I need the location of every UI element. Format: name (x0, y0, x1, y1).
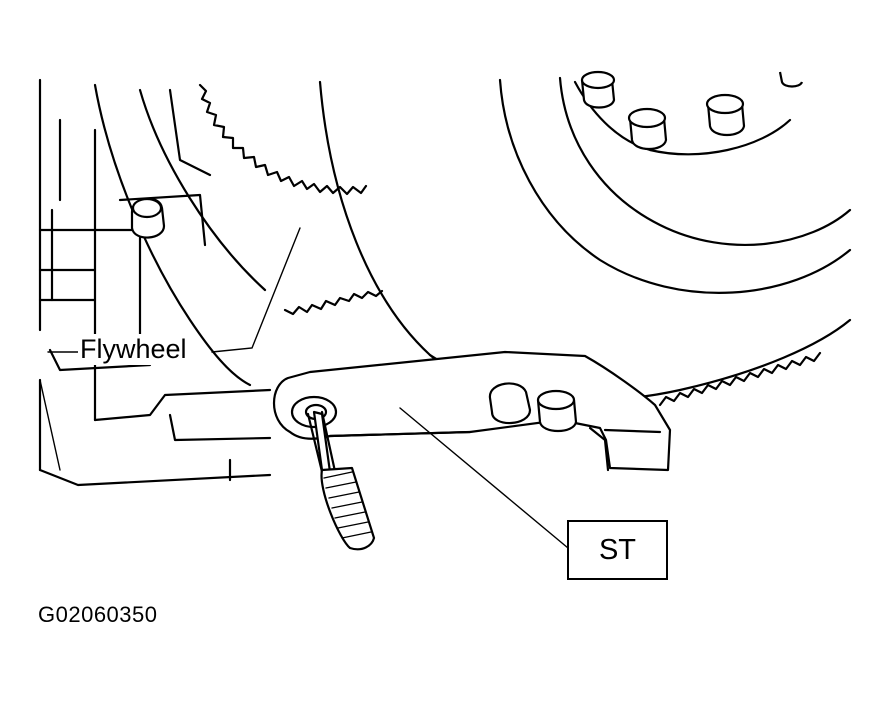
bolt-3 (705, 93, 746, 137)
dowel-pin (130, 197, 166, 239)
special-tool-label: ST (567, 520, 668, 580)
ring-gear-teeth (198, 83, 822, 407)
threaded-bolt (306, 410, 376, 551)
flywheel-bolts (580, 70, 804, 151)
flywheel-label: Flywheel (78, 334, 189, 365)
special-tool (273, 350, 672, 472)
flywheel-leader (211, 227, 301, 353)
leader-lines (47, 227, 569, 549)
figure-code: G02060350 (38, 602, 158, 627)
bolt-4 (778, 71, 804, 88)
engine-housing (38, 78, 272, 487)
bolt-1 (580, 70, 616, 109)
bolt-2 (627, 107, 668, 151)
st-leader (399, 407, 569, 549)
